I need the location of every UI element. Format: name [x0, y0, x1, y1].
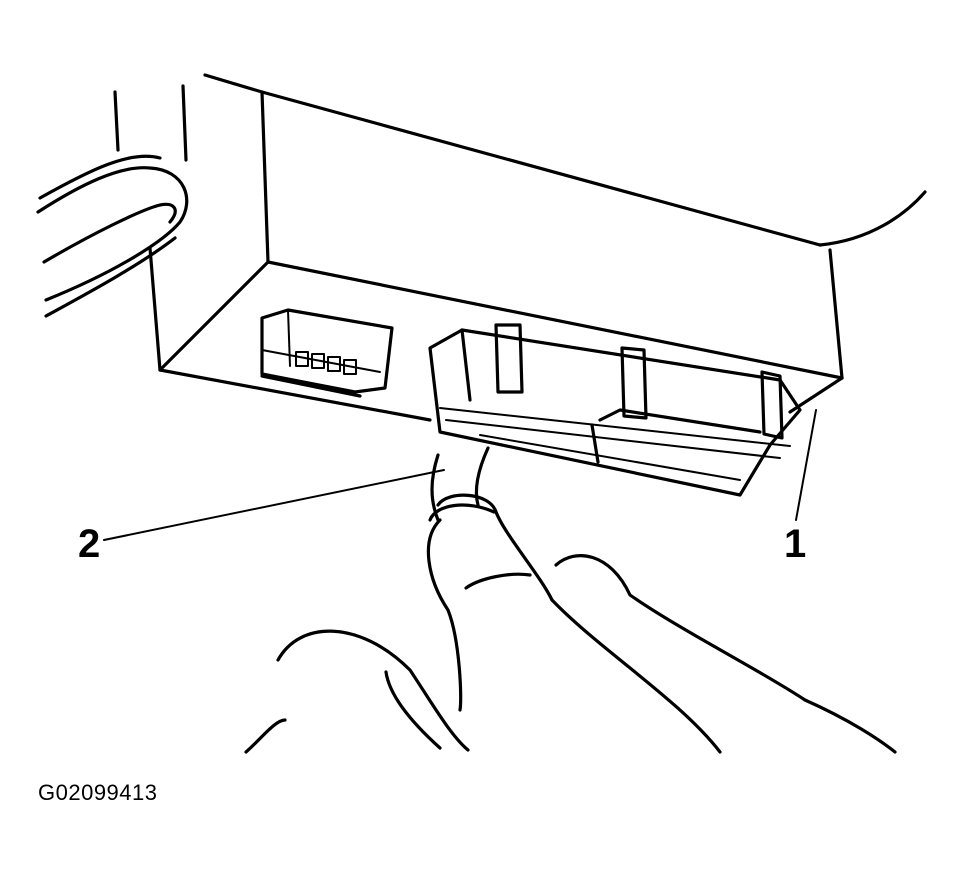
leader-line-2 — [103, 469, 445, 541]
mounting-bracket — [36, 84, 189, 318]
leader-line-1 — [795, 409, 817, 521]
callout-number-2: 2 — [78, 522, 101, 566]
small-connector — [260, 308, 394, 398]
technician-hand — [244, 446, 897, 754]
figure-id: G02099413 — [38, 780, 158, 805]
control-module — [148, 73, 927, 422]
large-connector — [428, 323, 802, 497]
callout-number-1: 1 — [784, 522, 807, 566]
